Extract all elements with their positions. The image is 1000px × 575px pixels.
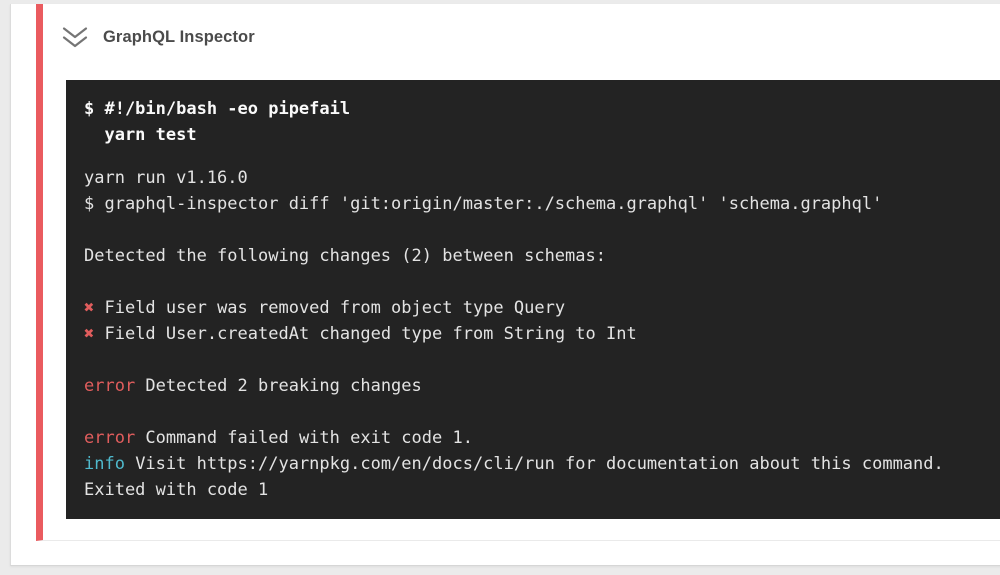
step-header[interactable]: GraphQL Inspector — [43, 4, 1000, 48]
terminal-text-segment: Detected 2 breaking changes — [135, 376, 422, 396]
terminal-line: error Detected 2 breaking changes — [84, 373, 1000, 399]
terminal-text-segment: ✖ — [84, 324, 95, 344]
terminal-line: yarn run v1.16.0 — [84, 165, 1000, 191]
step-title: GraphQL Inspector — [103, 27, 255, 46]
terminal-line: $ #!/bin/bash -eo pipefail — [84, 96, 1000, 122]
terminal-text-segment: error — [84, 376, 136, 396]
terminal-text-segment: error — [84, 428, 136, 448]
terminal-line — [84, 269, 1000, 295]
terminal-output-block: yarn run v1.16.0 $ graphql-inspector diff… — [84, 165, 1000, 503]
double-chevron-down-icon[interactable] — [61, 26, 89, 48]
terminal-text-segment: Field User.createdAt changed type from S… — [94, 324, 637, 344]
terminal-text-segment: ✖ — [84, 298, 95, 318]
terminal-line: ✖ Field User.createdAt changed type from… — [84, 321, 1000, 347]
terminal-text-segment: yarn run v1.16.0 — [84, 168, 248, 188]
terminal-text-segment: Detected the following changes (2) betwe… — [84, 246, 606, 266]
terminal-line: ✖ Field user was removed from object typ… — [84, 295, 1000, 321]
terminal-line: info Visit https://yarnpkg.com/en/docs/c… — [84, 451, 1000, 477]
terminal-line — [84, 217, 1000, 243]
terminal-line: Exited with code 1 — [84, 477, 1000, 503]
terminal-text-segment: Visit https://yarnpkg.com/en/docs/cli/ru… — [124, 454, 944, 474]
terminal-line — [84, 347, 1000, 373]
terminal-text-segment: Exited with code 1 — [84, 480, 269, 500]
terminal-text-segment: info — [84, 454, 125, 474]
terminal-line: Detected the following changes (2) betwe… — [84, 243, 1000, 269]
terminal-text-segment: Field user was removed from object type … — [94, 298, 566, 318]
terminal-text-segment: $ #!/bin/bash -eo pipefail — [84, 99, 351, 119]
terminal-line: yarn test — [84, 122, 1000, 148]
terminal-text-segment: $ graphql-inspector diff 'git:origin/mas… — [84, 194, 883, 214]
terminal-line — [84, 399, 1000, 425]
failed-step-card: GraphQL Inspector $ #!/bin/bash -eo pipe… — [36, 4, 1000, 541]
terminal-line: $ graphql-inspector diff 'git:origin/mas… — [84, 191, 1000, 217]
terminal-text-segment: Command failed with exit code 1. — [135, 428, 473, 448]
terminal-command-block: $ #!/bin/bash -eo pipefail yarn test — [84, 96, 1000, 148]
terminal-text-segment: yarn test — [84, 125, 197, 145]
build-steps-panel: GraphQL Inspector $ #!/bin/bash -eo pipe… — [10, 4, 1000, 566]
terminal-output: $ #!/bin/bash -eo pipefail yarn test yar… — [66, 80, 1000, 519]
terminal-line: error Command failed with exit code 1. — [84, 425, 1000, 451]
